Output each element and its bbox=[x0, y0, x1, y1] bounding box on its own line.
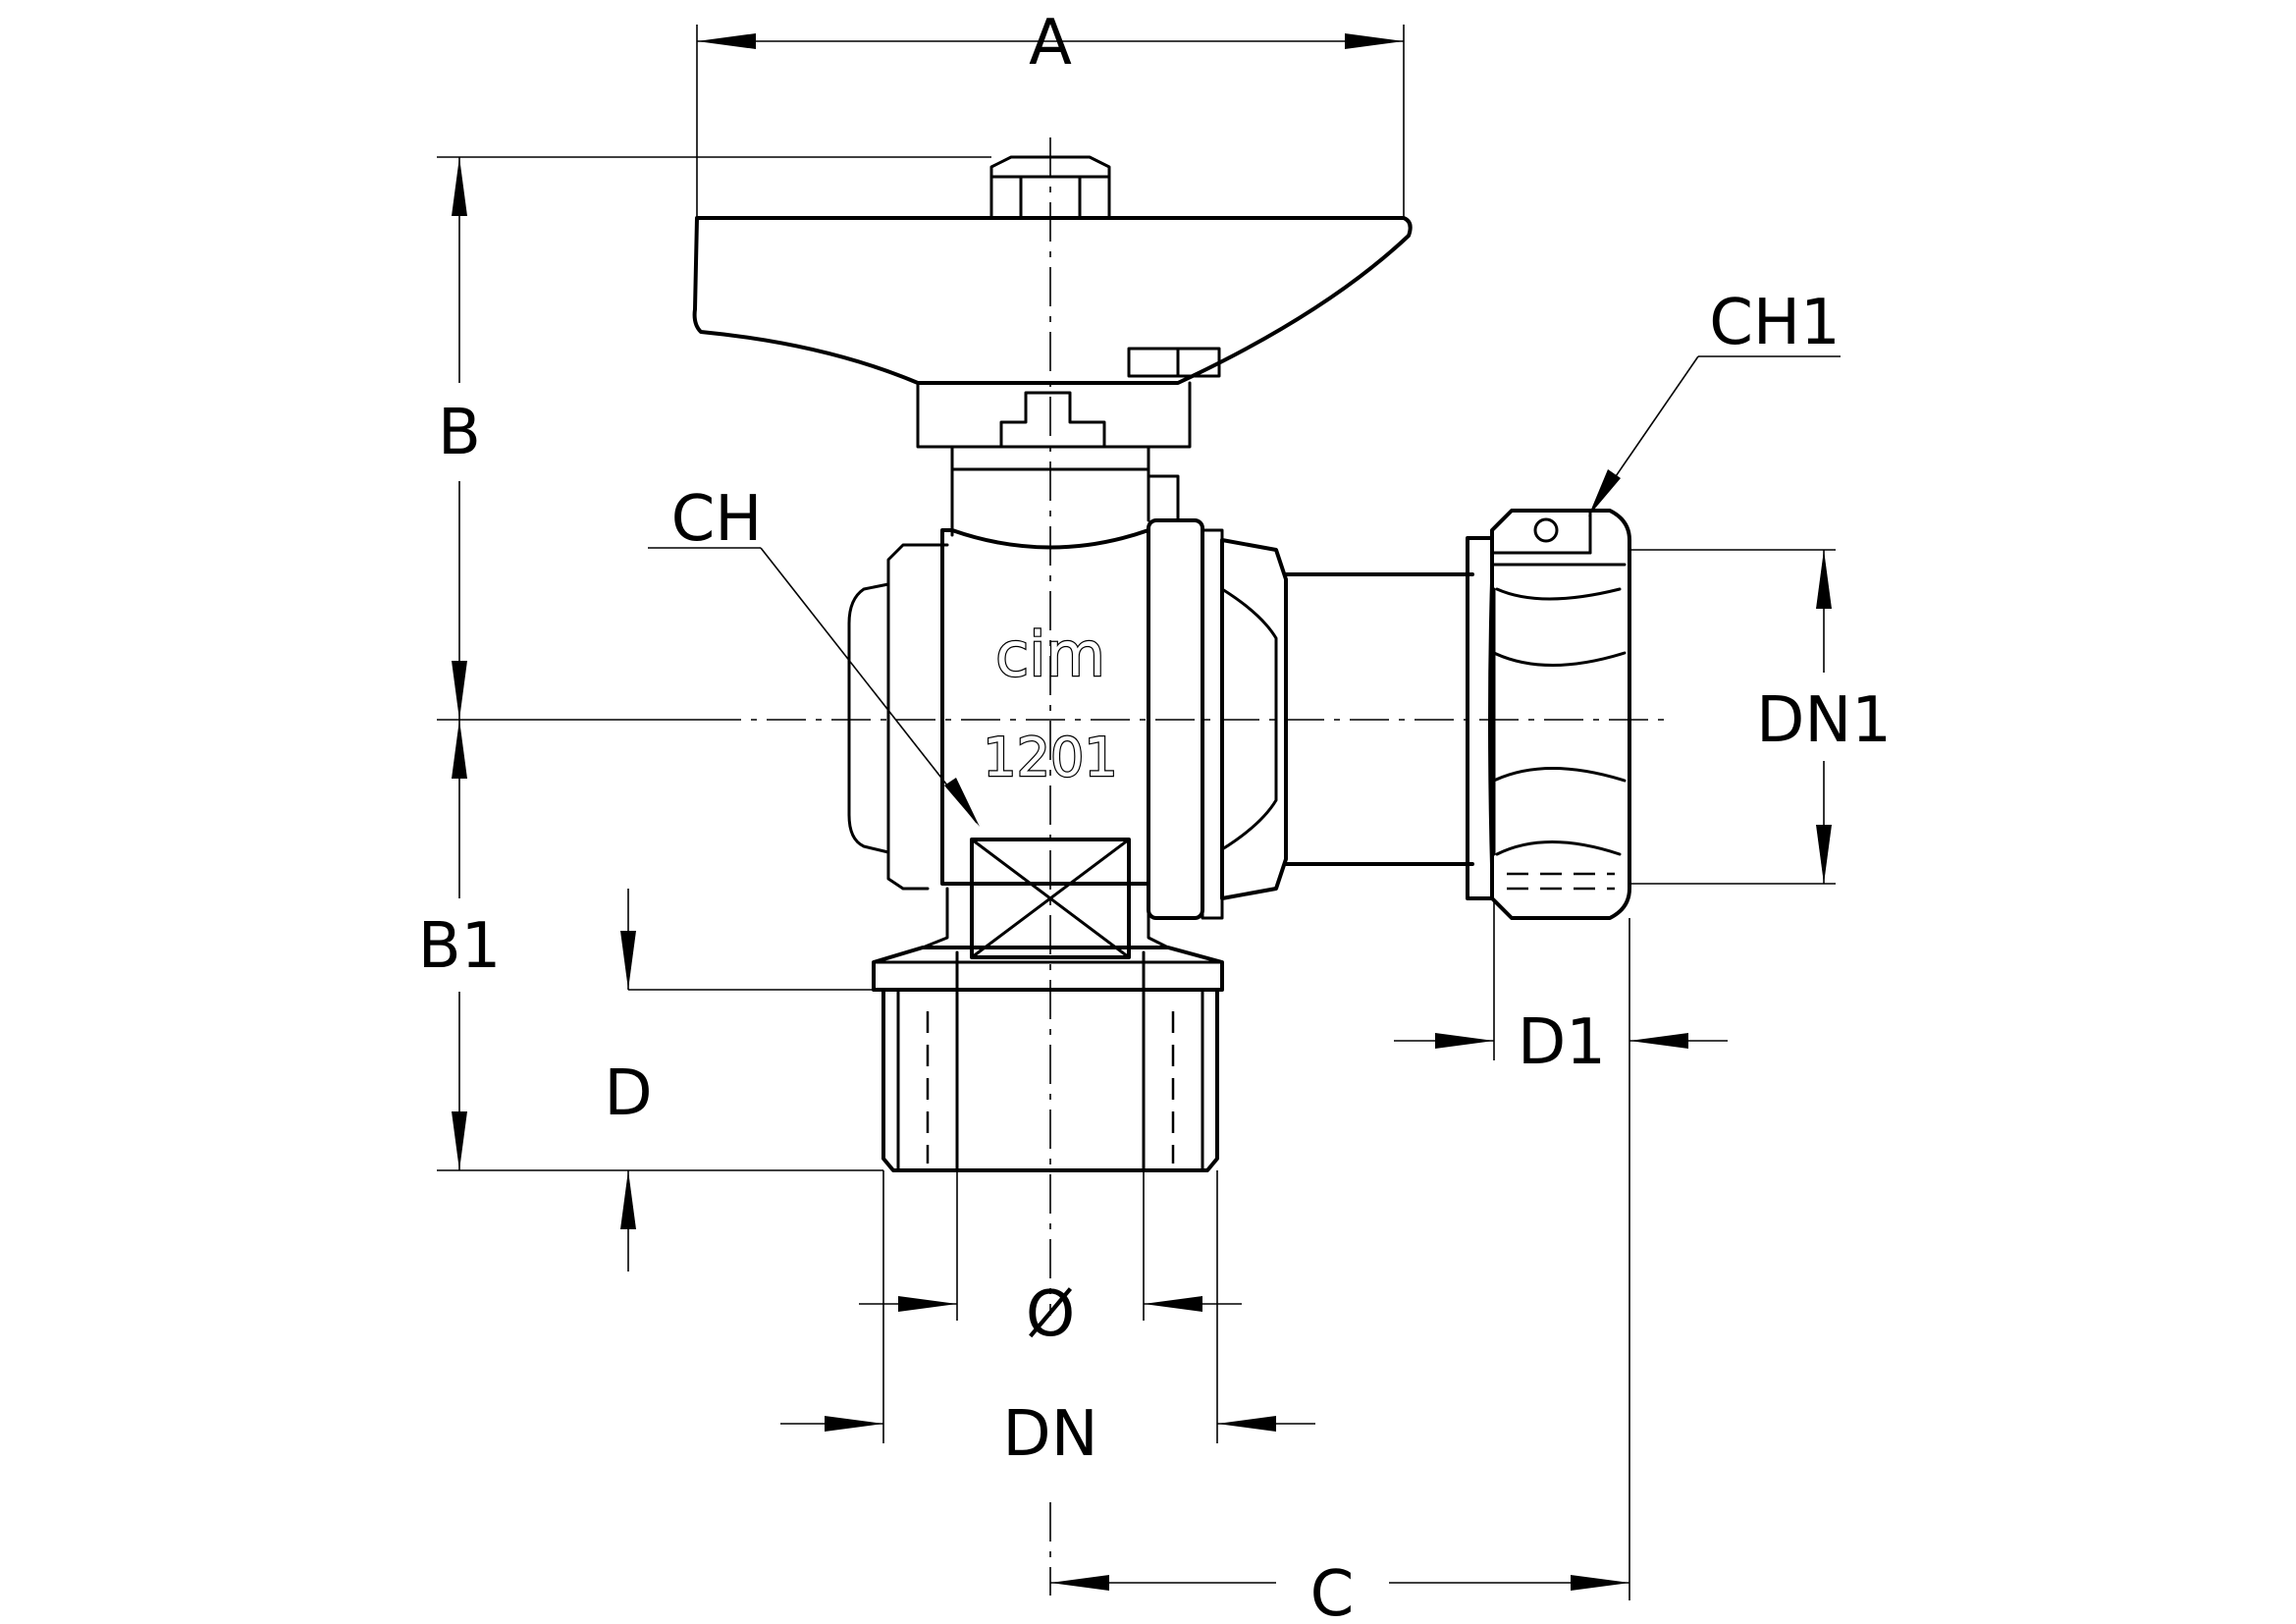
dimension-label-d: D bbox=[604, 1057, 652, 1130]
dimension-label-a: A bbox=[1029, 7, 1072, 80]
center-lines bbox=[702, 137, 1669, 1596]
dimension-a bbox=[696, 25, 1405, 218]
dimension-label-d1: D1 bbox=[1518, 1006, 1606, 1079]
dimension-d bbox=[620, 889, 883, 1272]
brand-marking: cim bbox=[995, 619, 1105, 690]
handle bbox=[692, 155, 1413, 537]
dimension-label-b: B bbox=[438, 397, 481, 469]
dimension-label-dn: DN bbox=[1002, 1398, 1097, 1471]
dimension-d1 bbox=[1394, 898, 1728, 1060]
dimension-label-diameter: Ø bbox=[1026, 1278, 1075, 1351]
union-nut bbox=[1466, 509, 1631, 920]
body-markings: cim 1201 bbox=[982, 618, 1119, 789]
dimension-label-b1: B1 bbox=[418, 910, 502, 983]
dimension-label-c: C bbox=[1310, 1558, 1355, 1624]
dimension-b bbox=[437, 156, 991, 721]
bottom-fitting bbox=[872, 946, 1224, 1172]
dimension-diameter bbox=[859, 1170, 1242, 1321]
dimension-b1 bbox=[437, 720, 883, 1171]
dimension-dn bbox=[780, 1170, 1315, 1443]
model-marking: 1201 bbox=[983, 727, 1117, 788]
valve-body bbox=[847, 518, 1204, 959]
leader-label-ch1: CH1 bbox=[1709, 287, 1841, 359]
leader-ch bbox=[648, 547, 980, 827]
dimension-dn1 bbox=[1629, 549, 1836, 885]
leader-ch1 bbox=[1588, 355, 1841, 516]
dimension-c bbox=[1050, 918, 1630, 1600]
dimension-label-dn1: DN1 bbox=[1756, 684, 1892, 757]
leader-label-ch: CH bbox=[671, 483, 763, 556]
right-hex-and-tail bbox=[1201, 528, 1474, 920]
